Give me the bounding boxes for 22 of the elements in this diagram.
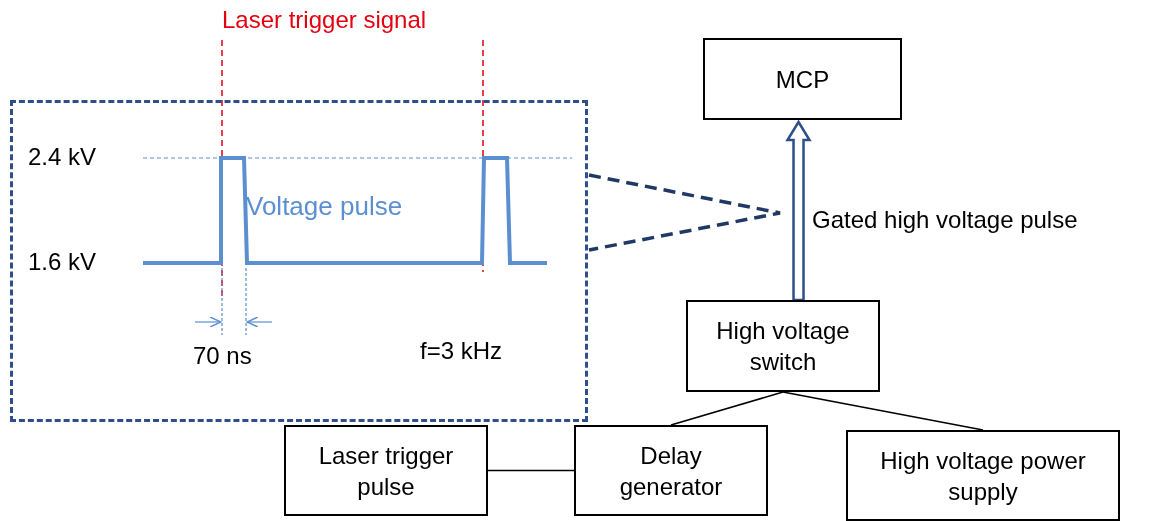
text-label: Laser trigger signal (222, 6, 427, 35)
connector-line (487, 469, 575, 472)
text-label: 1.6 kV (28, 248, 97, 277)
connector-line (782, 391, 984, 431)
text-label: Voltage pulse (246, 191, 403, 223)
box-label: High voltage switch (715, 316, 851, 377)
text-label: 2.4 kV (28, 143, 97, 172)
dashed-panel (10, 100, 588, 422)
process-box (686, 300, 880, 392)
text-label: 70 ns (193, 342, 252, 371)
process-box (574, 425, 768, 516)
text-label: f=3 kHz (420, 337, 503, 366)
callout-line (588, 173, 782, 252)
box-label: Delay generator (618, 440, 724, 502)
process-box (846, 430, 1120, 521)
box-label: MCP (774, 64, 831, 95)
hollow-arrow (785, 119, 812, 302)
box-label: High voltage power supply (879, 445, 1087, 507)
connector-line (670, 391, 784, 426)
box-label: Laser trigger pulse (317, 440, 455, 502)
process-box (284, 425, 488, 516)
process-box (703, 38, 902, 120)
